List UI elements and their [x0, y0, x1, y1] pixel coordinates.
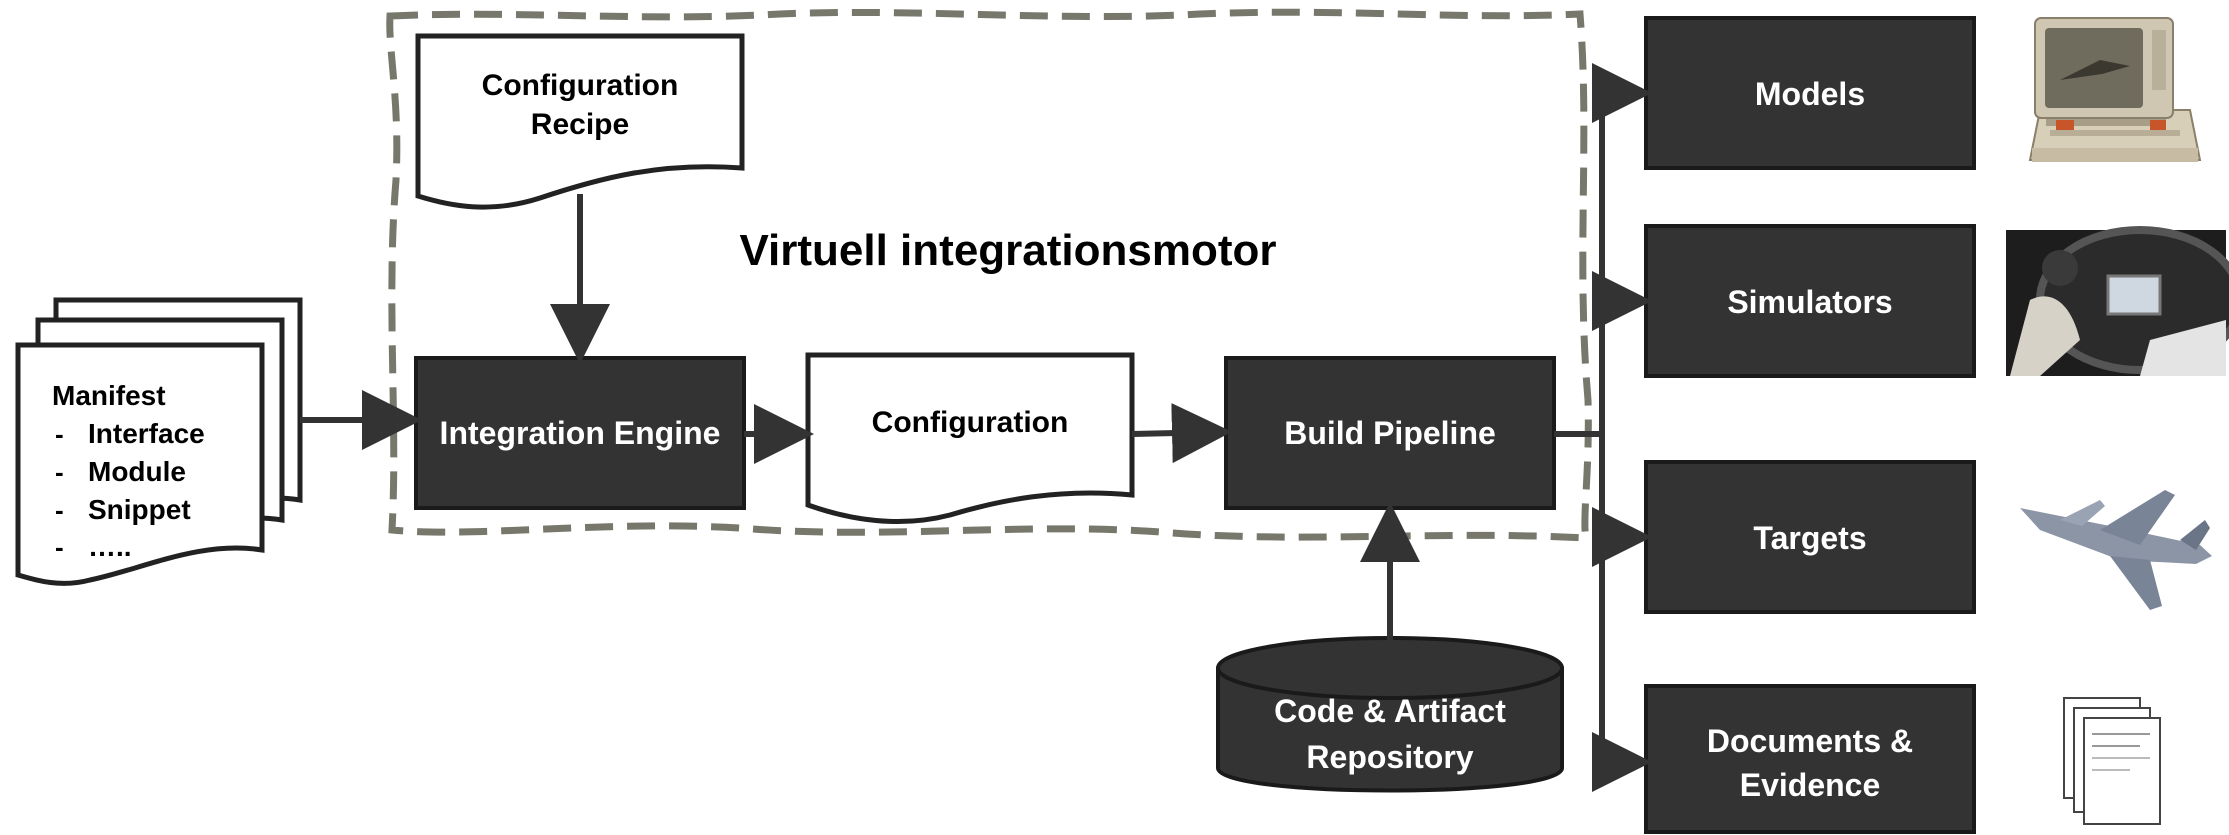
simulators-label: Simulators — [1727, 284, 1892, 320]
manifest-list: - Interface - Module - Snippet - ….. — [55, 418, 205, 562]
manifest-heading: Manifest — [52, 380, 166, 411]
documents-evidence-box — [1644, 684, 1976, 834]
manifest-item-interface: Interface — [88, 418, 205, 449]
arrow-configuration-to-pipeline — [1131, 403, 1232, 464]
targets-label: Targets — [1753, 520, 1866, 556]
models-label: Models — [1755, 76, 1865, 112]
configuration-recipe-line1: Configuration — [482, 69, 679, 102]
manifest-item-module: Module — [88, 456, 186, 487]
manifest-bullet: - — [55, 532, 64, 562]
integration-engine-box — [414, 356, 746, 510]
fighter-jet-picture — [2020, 490, 2212, 610]
manifest-document-stack — [15, 297, 303, 586]
configuration-document — [805, 352, 1135, 524]
configuration-label: Configuration — [872, 406, 1069, 439]
documents-label-line2: Evidence — [1740, 767, 1881, 803]
configuration-recipe-line2: Recipe — [531, 108, 629, 141]
integration-engine-label: Integration Engine — [440, 415, 721, 451]
repository-label-line2: Repository — [1306, 739, 1473, 775]
repository-label-line1: Code & Artifact — [1274, 693, 1506, 729]
diagram-title: Virtuell integrationsmotor — [739, 226, 1276, 275]
simulator-cockpit-picture — [2006, 226, 2229, 376]
documents-label-line1: Documents & — [1707, 723, 1913, 759]
models-box — [1644, 16, 1976, 170]
configuration-recipe-document — [415, 33, 745, 210]
simulators-box — [1644, 224, 1976, 378]
manifest-item-snippet: Snippet — [88, 494, 191, 525]
manifest-bullet: - — [55, 457, 64, 487]
retro-computer-picture — [2028, 17, 2202, 162]
virtual-engine-boundary — [386, 8, 1592, 542]
manifest-bullet: - — [55, 495, 64, 525]
manifest-item-more: ….. — [88, 531, 132, 562]
manifest-bullet: - — [55, 419, 64, 449]
connectors — [300, 63, 1652, 792]
targets-box — [1644, 460, 1976, 614]
documents-picture — [2063, 697, 2161, 825]
build-pipeline-label: Build Pipeline — [1284, 415, 1496, 451]
